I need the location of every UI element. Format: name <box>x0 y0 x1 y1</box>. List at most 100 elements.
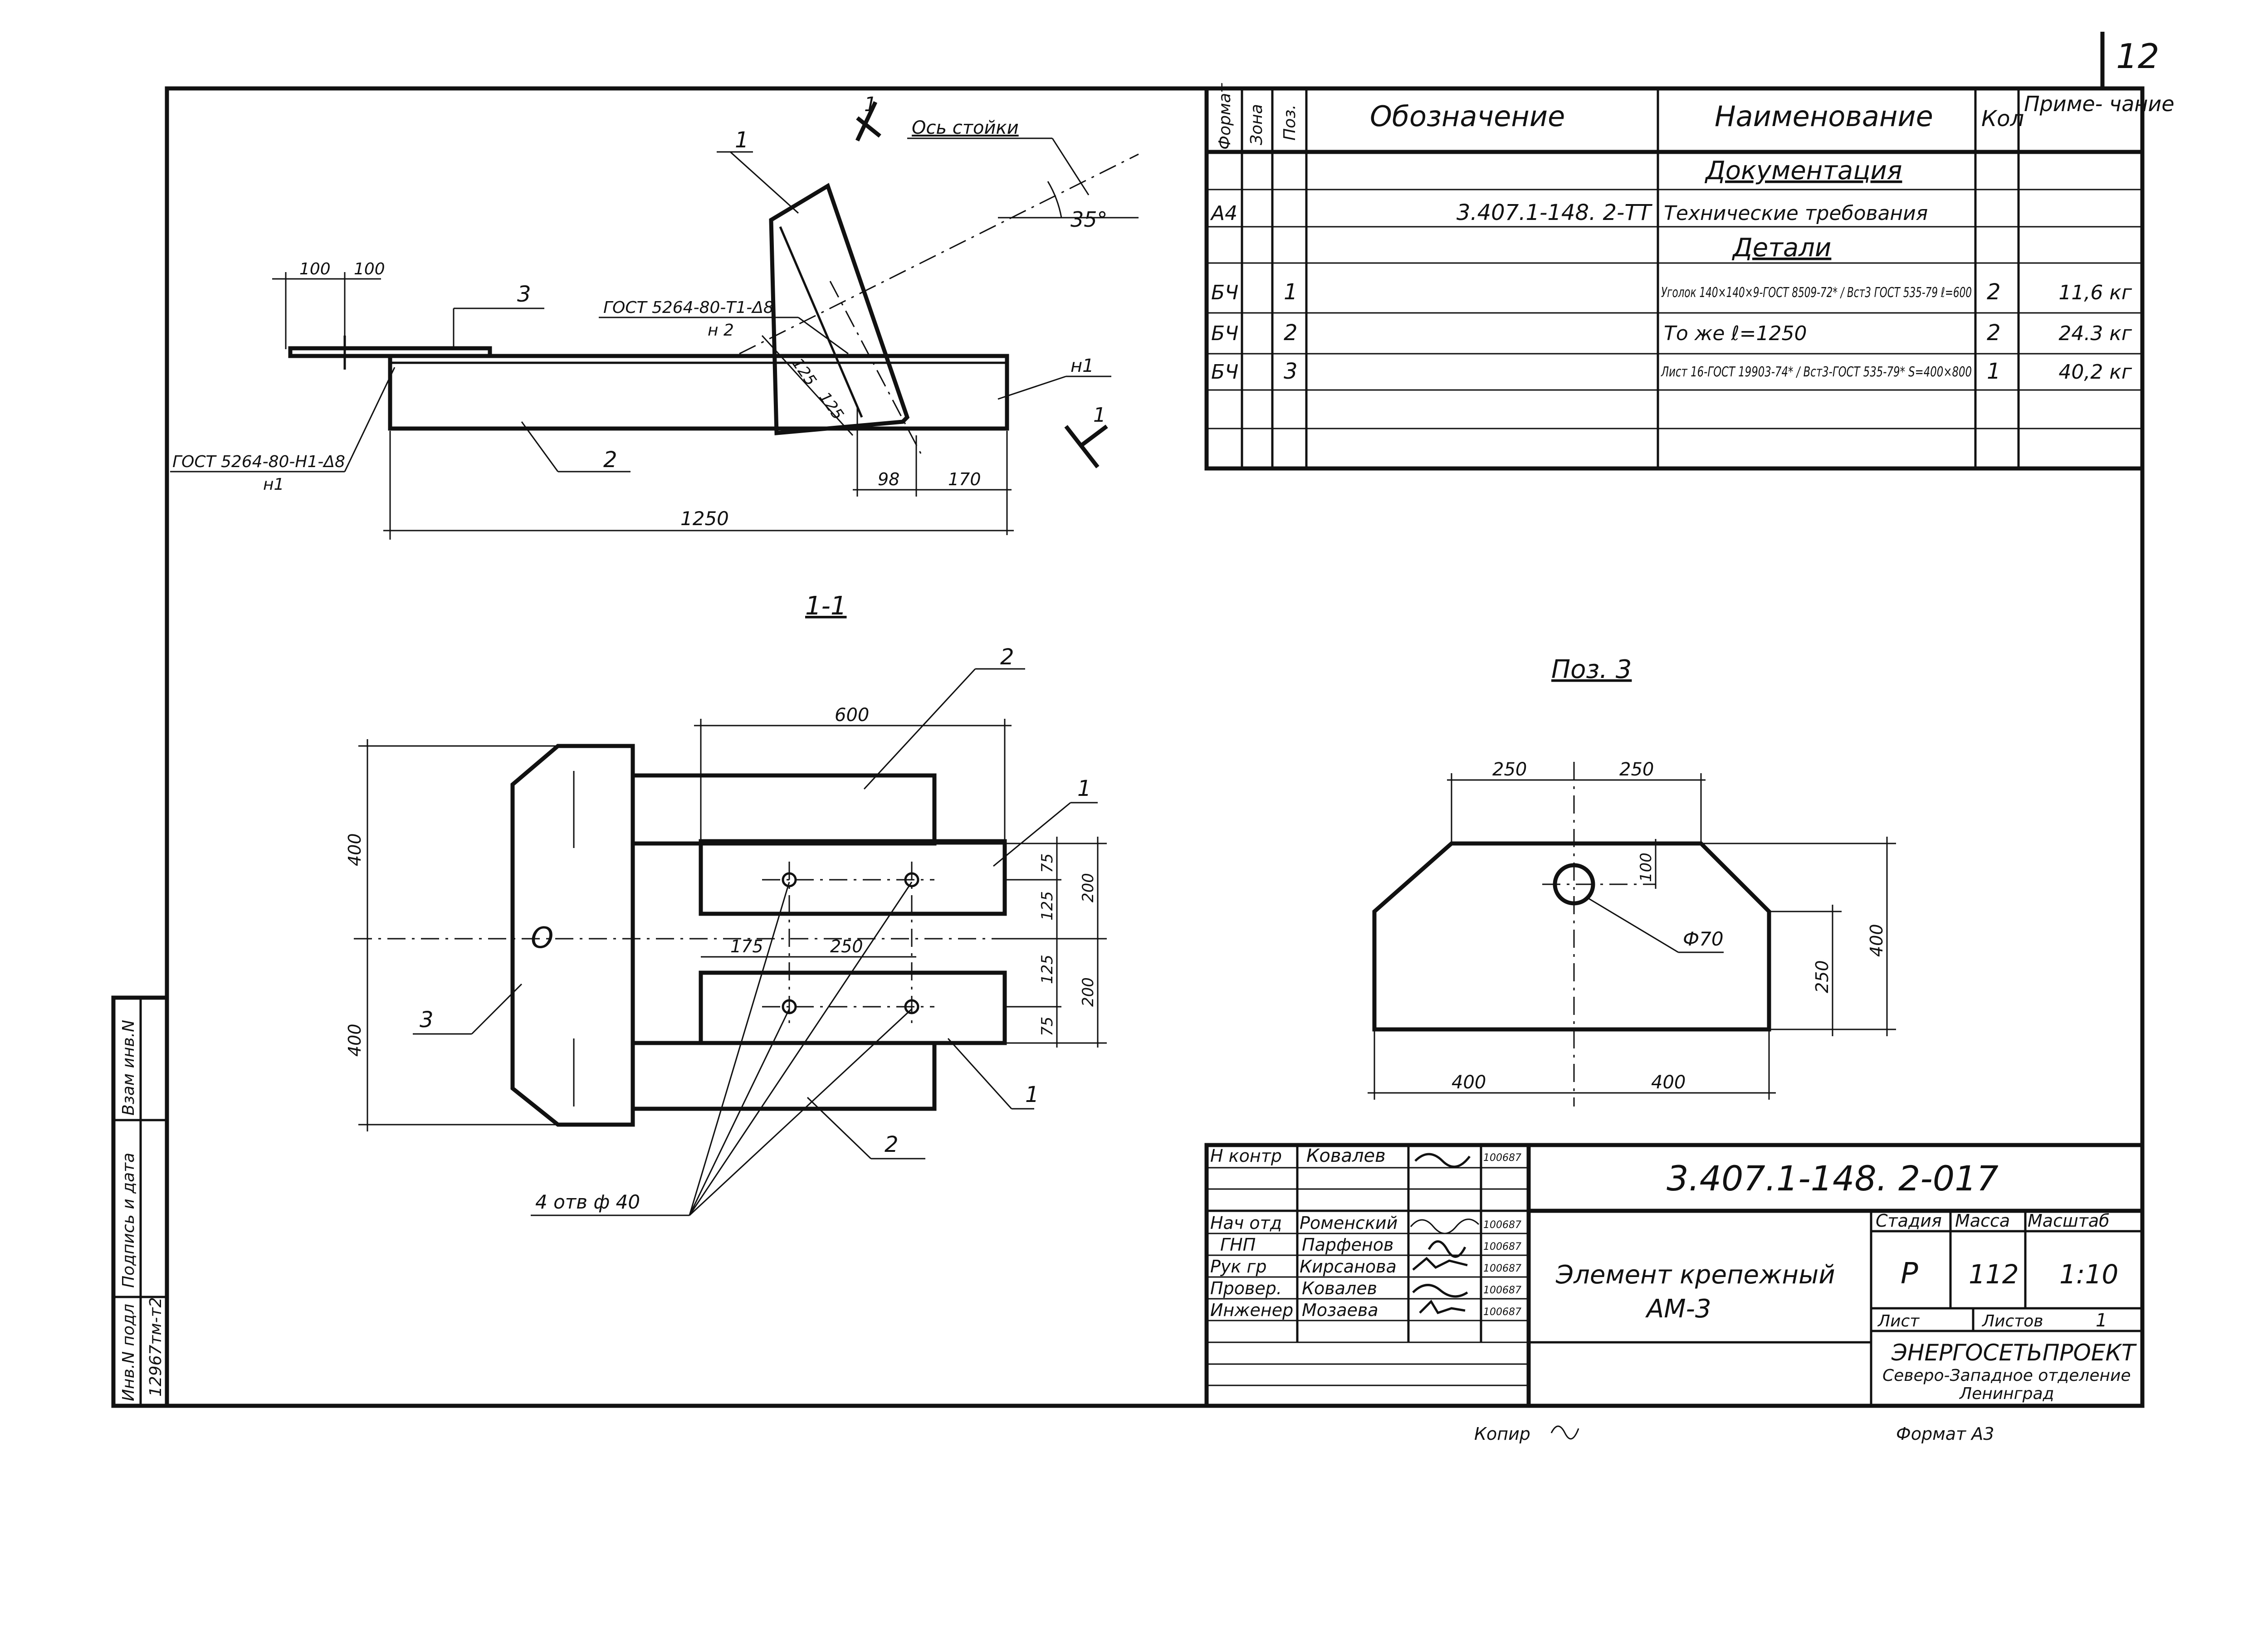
row-2-pos: 2 <box>1284 320 1298 346</box>
main-view: 35° Ось стойки 1 1 1 2 3 ГОСТ 5264-80-Т1… <box>170 93 1139 540</box>
dim-250-b: 250 <box>1619 759 1654 780</box>
row-0-name: Технические требования <box>1664 202 1928 225</box>
callout-pos-2-main: 2 <box>603 447 617 473</box>
sheet-label: Лист <box>1877 1312 1920 1331</box>
stage-label: Стадия <box>1876 1211 1942 1231</box>
header-designation: Обозначение <box>1370 100 1565 133</box>
angle-pos-1 <box>769 183 910 435</box>
signer-code: 100687 <box>1483 1285 1521 1296</box>
angle-pos-2 <box>388 354 1009 431</box>
dim-175: 175 <box>730 936 763 956</box>
doc-code: 3.407.1-148. 2-017 <box>1667 1158 1999 1199</box>
signer-code: 100687 <box>1483 1219 1521 1231</box>
header-format: Формат <box>1216 83 1234 150</box>
side-stamp: Инв.N подл Подпись и дата Взам инв.N 129… <box>111 995 169 1408</box>
callout-pos-3-sec: 3 <box>420 1007 434 1033</box>
weld-note-left: ГОСТ 5264-80-Н1-Δ8 <box>172 453 345 471</box>
callout-pos-1-sec-bottom: 1 <box>1025 1082 1039 1107</box>
pos3-title: Поз. 3 <box>1551 655 1632 684</box>
signer-name: Ковалев <box>1306 1145 1386 1166</box>
weld-note-left-ref: н1 <box>263 475 284 494</box>
signer-row-3: Рук гр Кирсанова 100687 <box>1210 1257 1521 1277</box>
stage-value: Р <box>1901 1257 1918 1291</box>
dim-100-a: 100 <box>299 260 331 278</box>
callout-pos-2-sec-bottom: 2 <box>885 1132 899 1157</box>
signer-role: ГНП <box>1220 1235 1256 1255</box>
row-2-qty: 2 <box>1987 320 2001 346</box>
section-mark-bottom: 1 <box>1093 404 1106 427</box>
row-3-note: 40,2 кг <box>2058 361 2132 384</box>
header-name: Наименование <box>1715 100 1933 133</box>
post-axis <box>739 153 1139 355</box>
dim-250: 250 <box>830 936 863 956</box>
dim-75-a: 75 <box>1038 853 1056 873</box>
row-1-note: 11,6 кг <box>2058 281 2132 304</box>
signer-role: Н контр <box>1210 1146 1282 1166</box>
dim-200-a: 200 <box>1079 873 1097 902</box>
callout-pos-3-main: 3 <box>517 282 531 307</box>
weld-note-top: ГОСТ 5264-80-Т1-Δ8 <box>603 298 774 317</box>
signer-code: 100687 <box>1483 1263 1521 1274</box>
section-title: 1-1 <box>805 591 846 621</box>
row-0-designation: 3.407.1-148. 2-ТТ <box>1457 200 1653 225</box>
row-2-name: То же ℓ=1250 <box>1664 322 1807 345</box>
dim-400-b-pos3: 400 <box>1651 1072 1686 1093</box>
header-pos: Поз. <box>1281 104 1299 141</box>
callout-pos-1-sec-top: 1 <box>1077 776 1091 801</box>
row-2-note: 24.3 кг <box>2058 322 2132 345</box>
stamp-inv-orig: Инв.N подл <box>119 1304 138 1401</box>
signer-code: 100687 <box>1483 1306 1521 1318</box>
row-1-name: Уголок 140×140×9-ГОСТ 8509-72* / Вст3 ГО… <box>1661 285 1972 301</box>
header-note: Приме- чание <box>2024 92 2175 116</box>
signer-row-5: Инженер Мозаева 100687 <box>1210 1299 1521 1320</box>
dim-200-b: 200 <box>1079 977 1097 1007</box>
signer-row-4: Провер. Ковалев 100687 <box>1210 1278 1521 1298</box>
row-3-name: Лист 16-ГОСТ 19903-74* / Вст3-ГОСТ 535-7… <box>1661 364 1972 380</box>
dim-400-v: 400 <box>1867 924 1887 957</box>
scale-label: Масштаб <box>2028 1211 2110 1231</box>
sheets-label: Листов <box>1981 1312 2043 1331</box>
dim-400-b: 400 <box>345 1024 365 1057</box>
dim-100: 100 <box>1637 853 1655 882</box>
angle-pos-2-upper <box>631 773 937 846</box>
signature <box>1412 1284 1468 1298</box>
section-documentation: Документация <box>1704 156 1902 185</box>
row-2-format: БЧ <box>1211 322 1238 345</box>
stamp-sign-date: Подпись и дата <box>119 1153 138 1288</box>
signer-code: 100687 <box>1483 1241 1521 1253</box>
signer-role: Рук гр <box>1210 1257 1267 1277</box>
dim-250-a: 250 <box>1492 759 1527 780</box>
row-1-format: БЧ <box>1211 281 1238 304</box>
angle-pos-2-lower <box>631 1041 937 1111</box>
signer-name: Кирсанова <box>1300 1257 1397 1277</box>
dim-hole: Ф70 <box>1683 928 1724 950</box>
stamp-inv-value: 12967тм-т2 <box>147 1297 165 1397</box>
section-mark-top: 1 <box>864 93 877 116</box>
org-city: Ленинград <box>1959 1384 2054 1403</box>
plate-pos-3 <box>288 346 492 358</box>
header-qty: Кол <box>1981 106 2024 132</box>
row-3-pos: 3 <box>1284 359 1298 384</box>
weld-note-right-ref: н1 <box>1070 356 1094 376</box>
dim-100-b: 100 <box>354 260 385 278</box>
row-0-format: А4 <box>1210 202 1237 225</box>
row-1-pos: 1 <box>1284 279 1298 305</box>
dim-400-a: 400 <box>345 833 365 866</box>
angle-pos-1-lower <box>699 970 1007 1045</box>
callout-pos-1-main: 1 <box>735 127 749 153</box>
weld-note-top-ref: н 2 <box>708 321 734 340</box>
org-branch: Северо-Западное отделение <box>1882 1366 2131 1385</box>
row-3-qty: 1 <box>1987 359 2001 384</box>
signer-role: Провер. <box>1210 1278 1282 1298</box>
signer-name: Ковалев <box>1302 1278 1377 1298</box>
signer-role: Нач отд <box>1210 1213 1282 1233</box>
signer-name: Мозаева <box>1302 1300 1378 1320</box>
dim-125-b-sec: 125 <box>1038 955 1056 984</box>
specification-table: Формат Зона Поз. Обозначение Наименовани… <box>1204 83 2175 471</box>
signer-name: Парфенов <box>1302 1235 1393 1255</box>
org-name: ЭНЕРГОСЕТЬПРОЕКТ <box>1891 1340 2137 1366</box>
header-zone: Зона <box>1247 104 1266 145</box>
dim-75-b: 75 <box>1038 1017 1056 1036</box>
signer-row-0: Н контр Ковалев 100687 <box>1210 1145 1521 1168</box>
